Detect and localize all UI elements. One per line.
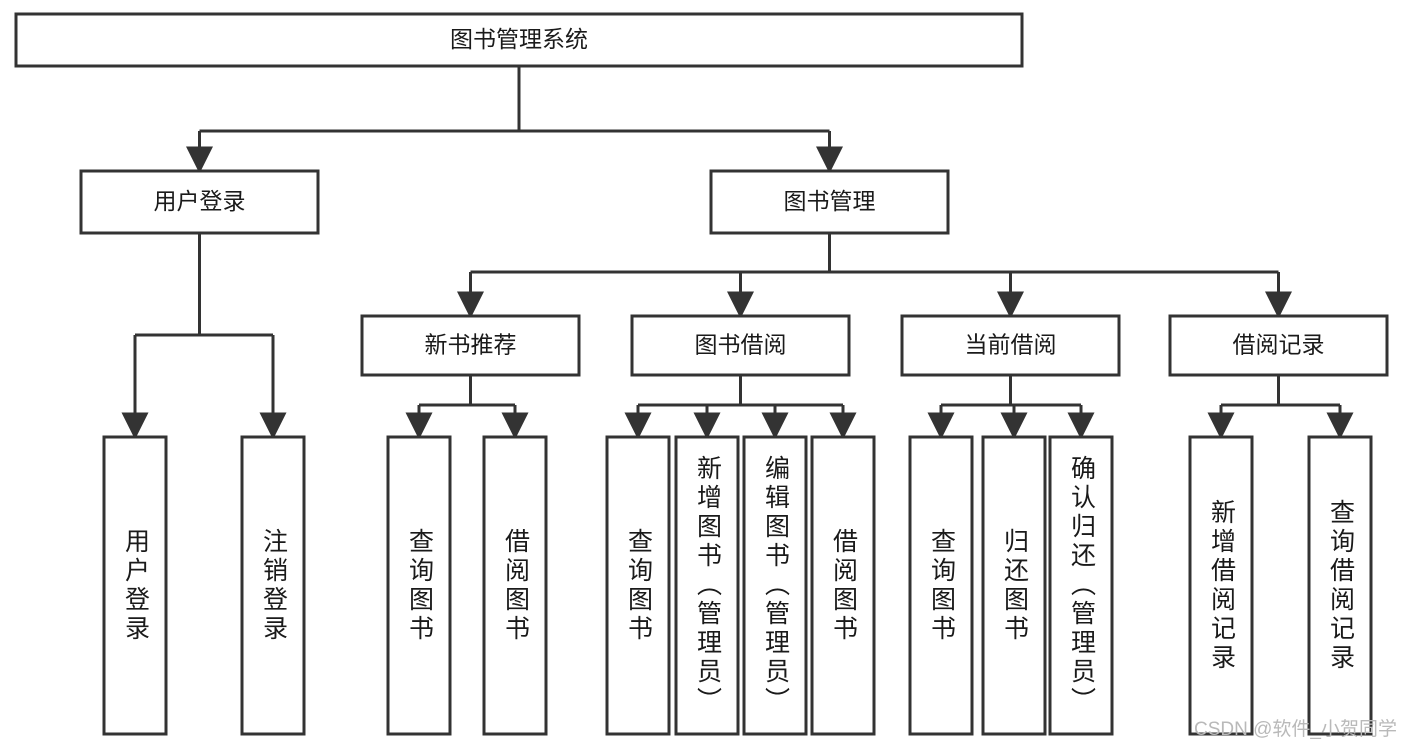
watermark-text: CSDN @软件_小贺同学 [1194, 719, 1397, 740]
leaf-node-box-11[interactable] [1188, 435, 1254, 736]
level3-node-box-3[interactable]: 借阅记录 [1168, 314, 1389, 377]
leaf-node-box-4[interactable] [605, 435, 671, 736]
leaf-node-box-3[interactable] [482, 435, 548, 736]
leaf-node-box-8[interactable] [908, 435, 974, 736]
node-label: 用户登录 [154, 188, 246, 214]
node-label: 图书管理 [784, 188, 876, 214]
connector-lines [121, 66, 1354, 440]
node-label: 图书借阅 [695, 332, 787, 358]
leaf-node-box-10[interactable] [1048, 435, 1114, 736]
leaf-node-box-7[interactable] [810, 435, 876, 736]
level2-node-box-0[interactable]: 用户登录 [79, 169, 320, 235]
root-node-box[interactable]: 图书管理系统 [14, 12, 1024, 68]
node-label: 借阅记录 [1233, 332, 1325, 358]
leaf-node-box-1[interactable] [240, 435, 306, 736]
leaf-node-box-12[interactable] [1307, 435, 1373, 736]
leaf-node-box-0[interactable] [102, 435, 168, 736]
level2-node-box-1[interactable]: 图书管理 [709, 169, 950, 235]
level3-node-box-1[interactable]: 图书借阅 [630, 314, 851, 377]
node-label: 新书推荐 [425, 332, 517, 358]
level3-node-box-0[interactable]: 新书推荐 [360, 314, 581, 377]
leaf-node-box-2[interactable] [386, 435, 452, 736]
leaf-node-box-9[interactable] [981, 435, 1047, 736]
level3-node-box-2[interactable]: 当前借阅 [900, 314, 1121, 377]
node-label: 图书管理系统 [450, 26, 588, 52]
node-label: 当前借阅 [965, 332, 1057, 358]
leaf-node-box-5[interactable] [674, 435, 740, 736]
leaf-node-box-6[interactable] [742, 435, 808, 736]
